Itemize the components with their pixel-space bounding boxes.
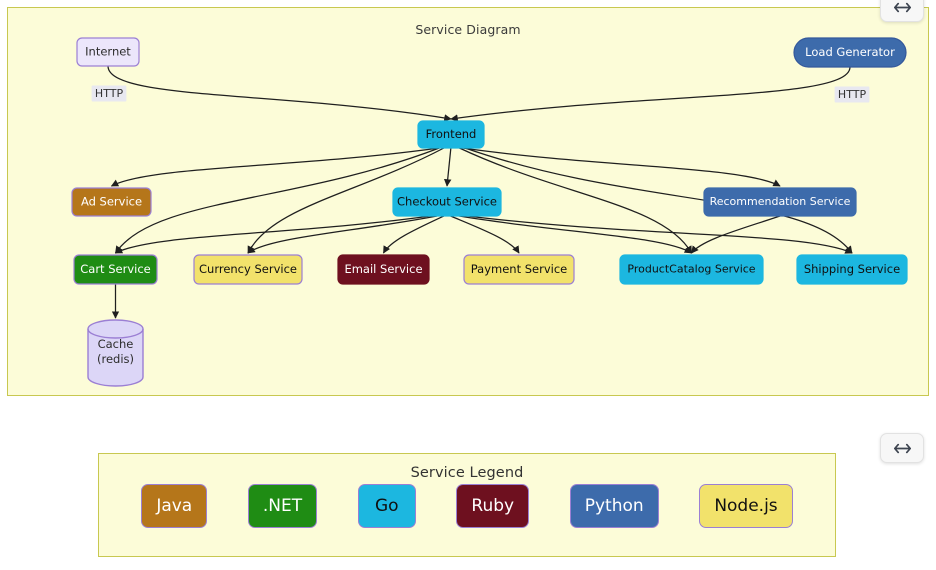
diagram-edge <box>462 147 781 187</box>
service-legend-panel: Service Legend Java .NET Go Ruby Python Node.… <box>98 453 836 557</box>
legend-chip[interactable]: Ruby <box>456 484 530 528</box>
diagram-edge <box>110 147 440 187</box>
diagram-edge <box>114 215 431 254</box>
legend-title: Service Legend <box>410 465 524 481</box>
diagram-node-productcatalog[interactable]: ProductCatalog Service <box>619 254 764 285</box>
node-label: Frontend <box>426 127 477 141</box>
legend-item-list: Java .NET Go Ruby Python Node.js <box>99 484 835 528</box>
legend-chip[interactable]: Java <box>141 484 208 528</box>
node-label: Ad Service <box>81 195 142 209</box>
node-label: Payment Service <box>471 262 568 276</box>
diagram-edge-labels: HTTP HTTP <box>91 85 870 103</box>
diagram-node-payment[interactable]: Payment Service <box>463 254 575 285</box>
edge-label-background <box>834 86 870 103</box>
diagram-edge <box>467 215 853 254</box>
diagram-edge <box>459 147 693 254</box>
diagram-edge <box>450 215 520 254</box>
resize-horizontal-icon <box>893 443 911 453</box>
legend-chip[interactable]: Go <box>357 484 416 528</box>
legend-chip[interactable]: Node.js <box>699 484 793 528</box>
diagram-node-shipping[interactable]: Shipping Service <box>796 254 908 285</box>
diagram-node-loadgen[interactable]: Load Generator <box>793 37 907 68</box>
node-label: Email Service <box>344 262 422 276</box>
node-label: Cart Service <box>80 262 150 276</box>
diagram-node-currency[interactable]: Currency Service <box>193 254 303 285</box>
legend-chip-label: Ruby <box>471 496 515 516</box>
legend-chip-label: Node.js <box>714 496 778 516</box>
node-label: Load Generator <box>805 45 895 59</box>
legend-chip-label: Java <box>156 496 193 516</box>
node-label: Internet <box>85 45 131 59</box>
node-label: Recommendation Service <box>710 195 851 208</box>
node-label: (redis) <box>97 352 134 366</box>
diagram-node-recommendation[interactable]: Recommendation Service <box>703 187 857 217</box>
legend-chip[interactable]: Python <box>569 484 659 528</box>
diagram-edge <box>107 65 452 122</box>
node-label: Checkout Service <box>397 195 497 209</box>
edge-label: HTTP <box>838 88 867 101</box>
diagram-edge <box>459 215 693 254</box>
diagram-node-checkout[interactable]: Checkout Service <box>392 187 502 217</box>
legend-chip-label: Go <box>374 496 399 516</box>
resize-handle-diagram[interactable] <box>880 0 924 22</box>
diagram-edge <box>114 147 440 254</box>
diagram-edge <box>691 215 781 254</box>
resize-handle-legend[interactable] <box>880 433 924 463</box>
diagram-edge <box>450 66 851 122</box>
edge-label-background <box>91 85 127 102</box>
diagram-node-cart[interactable]: Cart Service <box>73 254 158 285</box>
diagram-node-internet[interactable]: Internet <box>76 37 140 67</box>
resize-horizontal-icon <box>893 2 911 12</box>
diagram-node-frontend[interactable]: Frontend <box>417 120 485 149</box>
diagram-edge <box>247 215 438 254</box>
legend-chip-label: Python <box>584 496 644 516</box>
diagram-edge <box>382 215 445 254</box>
diagram-node-cache[interactable]: Cache(redis) <box>87 319 144 387</box>
diagram-edge <box>443 147 452 187</box>
node-label: ProductCatalog Service <box>627 263 755 276</box>
node-label: Cache <box>98 337 134 351</box>
diagram-node-email[interactable]: Email Service <box>337 254 430 285</box>
diagram-node-adservice[interactable]: Ad Service <box>71 187 152 217</box>
edge-label: HTTP <box>95 87 124 100</box>
diagram-title: Service Diagram <box>415 22 521 37</box>
legend-chip[interactable]: .NET <box>247 484 318 528</box>
legend-chip-label: .NET <box>262 496 303 516</box>
node-label: Currency Service <box>199 262 297 276</box>
diagram-edge <box>247 147 445 254</box>
node-label: Shipping Service <box>804 262 900 276</box>
